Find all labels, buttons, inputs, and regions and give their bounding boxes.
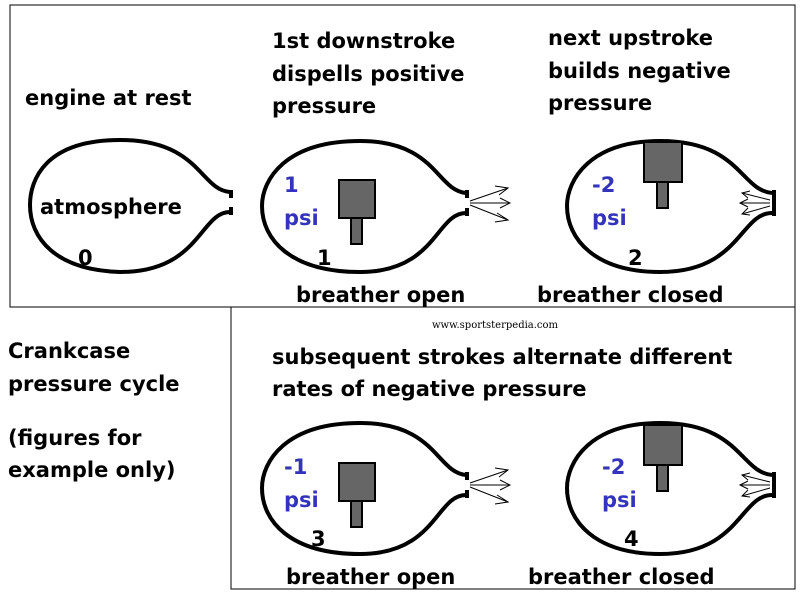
panel-2-step-number: 2 (628, 246, 643, 270)
air-in-arrows (738, 472, 771, 498)
panel-0-step-number: 0 (78, 246, 93, 270)
connecting-rod (350, 500, 363, 528)
panel-0: engine at rest atmosphere 0 (25, 86, 233, 275)
panel-0-title-line-1: engine at rest (25, 86, 192, 110)
panel-1-step-number: 1 (317, 246, 332, 270)
bottom-frame (230, 306, 796, 590)
panel-3-breather-status: breather open (286, 565, 455, 589)
panel-2: next upstroke builds negative pressure -… (537, 26, 776, 307)
connecting-rod (656, 181, 669, 209)
panel-2-pressure-value: -2 (592, 173, 615, 197)
panel-1-breather-status: breather open (296, 283, 465, 307)
panel-1-title-line-3: pressure (272, 94, 376, 118)
panel-2-title-line-3: pressure (548, 91, 652, 115)
side-title-line-2: pressure cycle (8, 372, 180, 396)
watermark: www.sportsterpedia.com (432, 320, 559, 331)
piston (338, 462, 376, 502)
panel-1: 1st downstroke dispells positive pressur… (259, 29, 512, 307)
panel-3-pressure-unit: psi (284, 488, 319, 512)
side-title-line-1: Crankcase (8, 339, 130, 363)
panel-2-pressure-unit: psi (592, 206, 627, 230)
panel-2-title-line-1: next upstroke (548, 26, 713, 50)
panel-4-pressure-value: -2 (602, 455, 625, 479)
panel-4-pressure-unit: psi (602, 488, 637, 512)
panel-4-step-number: 4 (624, 527, 639, 551)
panel-3: -1 psi 3 breather open (259, 420, 512, 589)
lower-title-line-1: subsequent strokes alternate different (272, 345, 732, 369)
connecting-rod (350, 217, 363, 245)
panel-3-pressure-value: -1 (284, 455, 307, 479)
piston (643, 424, 683, 466)
panel-1-pressure-value: 1 (284, 173, 299, 197)
panel-1-title-line-2: dispells positive (272, 62, 465, 86)
crankcase-outline (259, 138, 467, 275)
side-note-line-2: example only) (8, 458, 176, 482)
crankcase-outline (27, 137, 231, 275)
panel-2-breather-status: breather closed (537, 283, 724, 307)
crankcase-outline (564, 138, 773, 275)
panel-4: -2 psi 4 breather closed (528, 420, 776, 589)
panel-2-title-line-2: builds negative (548, 59, 731, 83)
panel-1-title-line-1: 1st downstroke (272, 29, 455, 53)
air-in-arrows (738, 190, 771, 216)
air-out-arrows (469, 467, 512, 505)
panel-1-pressure-unit: psi (284, 206, 319, 230)
panel-0-inner-label: atmosphere (40, 195, 182, 219)
panel-3-step-number: 3 (311, 527, 326, 551)
side-note-line-1: (figures for (8, 426, 142, 450)
crankcase-outline (259, 420, 467, 557)
piston (643, 141, 683, 183)
air-out-arrows (469, 185, 512, 223)
panel-4-breather-status: breather closed (528, 565, 715, 589)
connecting-rod (656, 464, 669, 492)
crankcase-outline (564, 420, 773, 557)
lower-title-line-2: rates of negative pressure (272, 377, 587, 401)
piston (338, 179, 376, 219)
